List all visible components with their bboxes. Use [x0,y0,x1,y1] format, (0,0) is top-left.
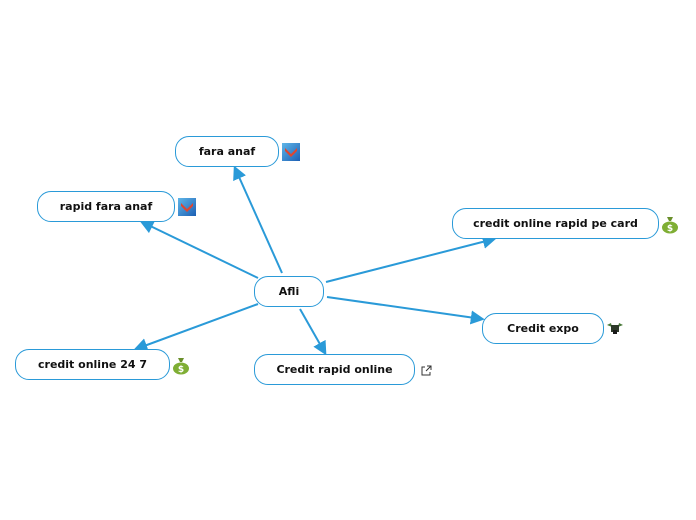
topic-label: rapid fara anaf [59,200,153,213]
connector-credit-expo [326,296,485,325]
arrow-logo-icon [282,143,300,161]
connector-rapid-fara-anaf [139,220,259,279]
connector-fara-anaf [233,165,283,274]
svg-text:$: $ [178,365,184,375]
svg-text:$: $ [667,224,673,234]
topic-label: Credit expo [507,322,579,335]
central-topic-label: Afli [278,285,300,298]
topic-fara-anaf[interactable]: fara anaf [175,136,279,167]
topic-label: Credit rapid online [276,363,393,376]
topic-credit-rapid-online[interactable]: Credit rapid online [254,354,415,385]
topic-credit-online-24-7[interactable]: credit online 24 7 [15,349,170,380]
arrow-logo-icon [178,198,196,216]
central-topic-afli[interactable]: Afli [254,276,324,307]
topic-credit-expo[interactable]: Credit expo [482,313,604,344]
topic-label: fara anaf [198,145,256,158]
topic-rapid-fara-anaf[interactable]: rapid fara anaf [37,191,175,222]
money-bag-icon: $ [662,217,678,234]
topic-label: credit online rapid pe card [473,217,638,230]
topic-label: credit online 24 7 [38,358,147,371]
connector-credit-online-rapid-pe-card [325,234,497,283]
connector-credit-rapid-online [299,308,327,356]
topic-credit-online-rapid-pe-card[interactable]: credit online rapid pe card [452,208,659,239]
money-wings-icon [607,323,623,334]
money-bag-icon: $ [173,358,189,375]
connector-credit-online-24-7 [133,303,259,352]
external-link-icon[interactable] [421,365,432,376]
